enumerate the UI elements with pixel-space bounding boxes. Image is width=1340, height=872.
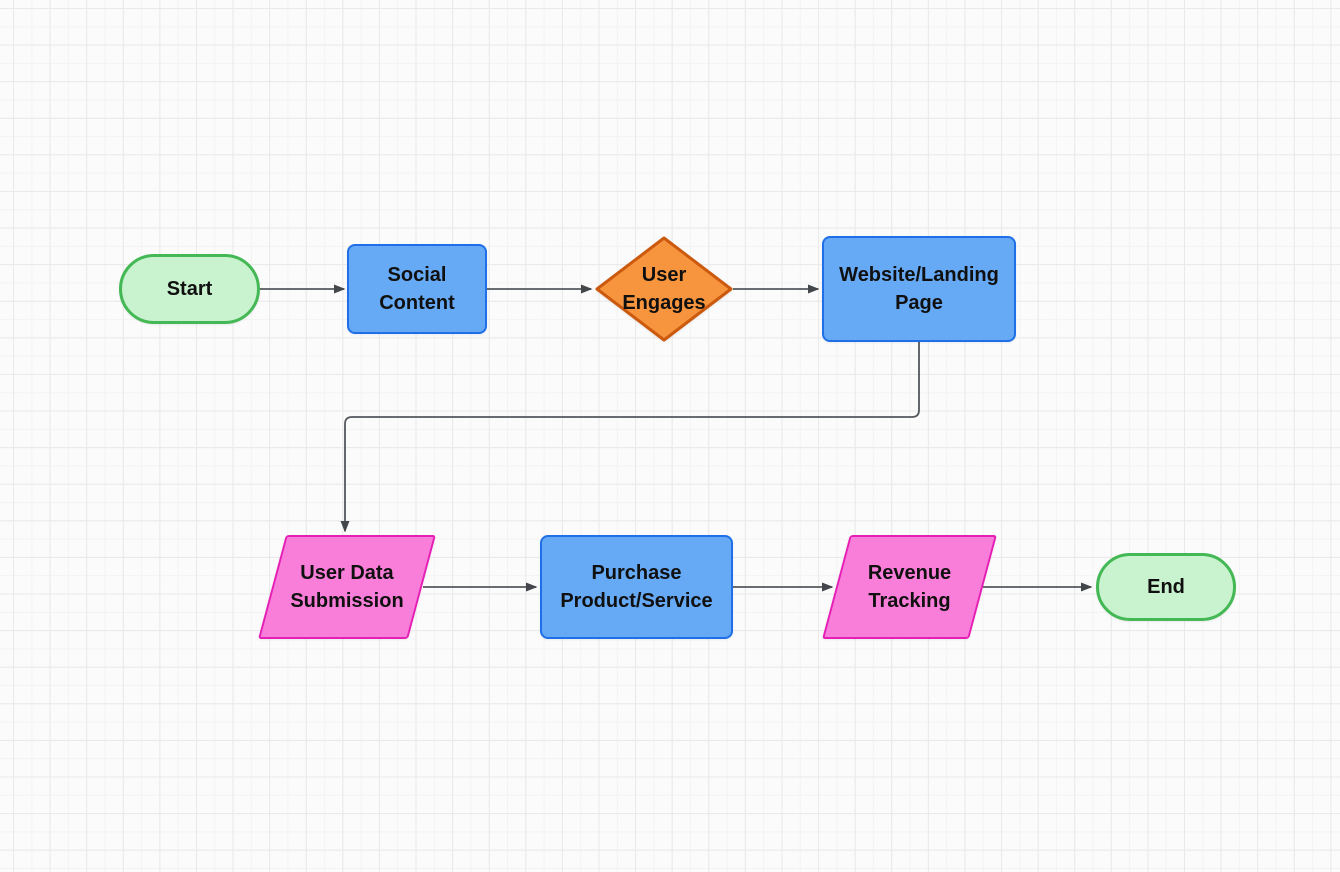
node-user-data-submission-label: User Data Submission <box>290 562 404 612</box>
node-start-label: Start <box>166 278 213 300</box>
node-social-content-label: Social Content <box>379 264 455 314</box>
node-revenue-tracking-label: Revenue Tracking <box>867 562 952 612</box>
node-end-label: End <box>1147 576 1185 598</box>
node-user-data-submission[interactable]: User Data Submission <box>258 535 436 639</box>
node-purchase-product-service-label: Purchase Product/Service <box>560 562 713 612</box>
node-user-engages-label: User Engages <box>622 264 706 314</box>
node-revenue-tracking[interactable]: Revenue Tracking <box>822 535 997 639</box>
diamond-shape <box>595 236 733 342</box>
edge-website-landing-page-to-user-data-submission[interactable] <box>340 342 920 533</box>
node-end[interactable]: End <box>1096 553 1236 621</box>
node-start[interactable]: Start <box>119 254 260 324</box>
node-website-landing-page[interactable]: Website/Landing Page <box>822 236 1016 342</box>
node-purchase-product-service[interactable]: Purchase Product/Service <box>540 535 733 639</box>
node-website-landing-page-label: Website/Landing Page <box>839 264 999 314</box>
node-user-engages[interactable]: User Engages <box>595 236 733 342</box>
node-social-content[interactable]: Social Content <box>347 244 487 334</box>
